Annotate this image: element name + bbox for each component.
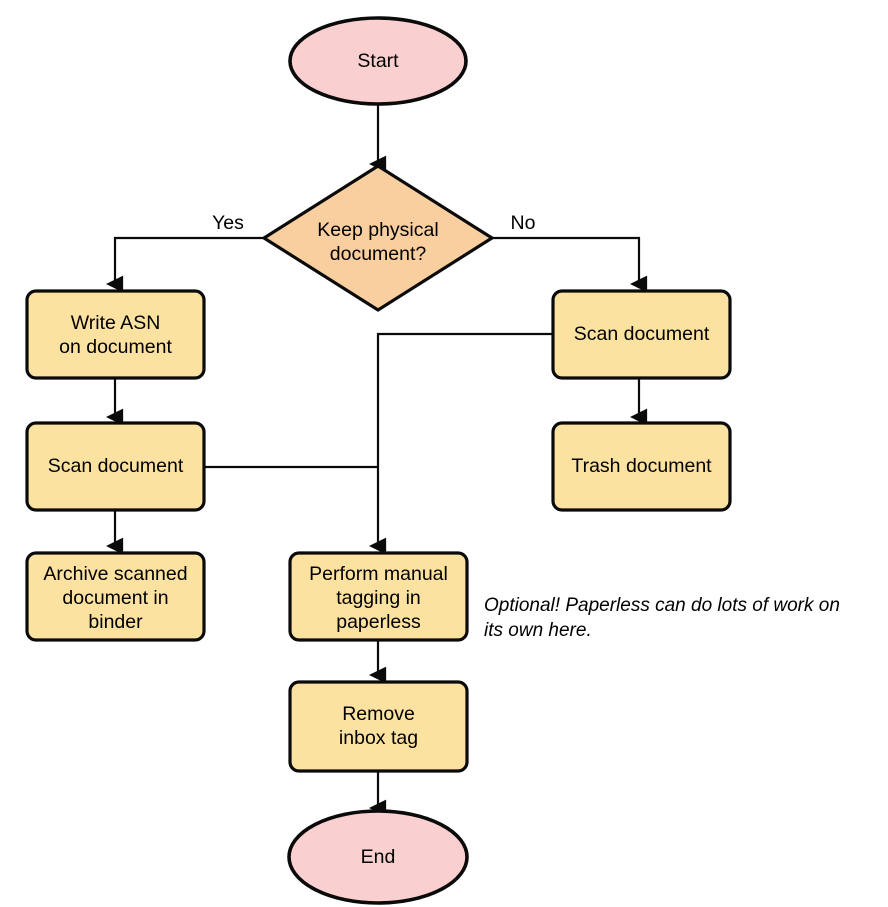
trash-rect-shape: [551, 421, 732, 512]
decision-diamond-shape: [261, 164, 495, 312]
node-remove-inbox-label-line1: Remove: [342, 703, 415, 725]
scan-right-rect-shape: [551, 289, 732, 380]
node-decision-keep-physical-document[interactable]: Keep physical document?: [261, 164, 495, 312]
start-ellipse-shape: [288, 16, 468, 106]
node-end[interactable]: End: [287, 809, 469, 905]
node-archive-label-line3: binder: [88, 611, 143, 633]
annotation-optional-note: Optional! Paperless can do lots of work …: [484, 595, 840, 641]
node-trash-document[interactable]: Trash document: [551, 421, 732, 512]
optional-note-line1: Optional! Paperless can do lots of work …: [484, 595, 840, 616]
edge-scan-right-to-manual-tagging: [368, 332, 553, 555]
node-remove-inbox-label-line2: inbox tag: [339, 727, 418, 749]
end-ellipse-shape: [287, 809, 469, 905]
node-scan-document-left[interactable]: Scan document: [25, 421, 206, 512]
node-scan-document-right[interactable]: Scan document: [551, 289, 732, 380]
node-archive-label-line1: Archive scanned: [43, 563, 187, 585]
node-manual-tagging-label-line2: tagging in: [336, 587, 421, 609]
node-manual-tagging-label-line3: paperless: [336, 611, 421, 633]
manual-tagging-rect-shape: [288, 551, 469, 642]
edge-decision-no-to-scan-right: [492, 236, 648, 293]
archive-rect-shape: [25, 551, 206, 642]
node-remove-inbox-tag[interactable]: Remove inbox tag: [288, 680, 469, 773]
edge-label-yes: Yes: [212, 212, 244, 234]
remove-inbox-rect-shape: [288, 680, 469, 773]
write-asn-rect-shape: [25, 289, 206, 380]
node-decision-label-line1: Keep physical: [317, 219, 438, 241]
node-start-label: Start: [357, 50, 399, 72]
node-write-asn-label-line2: on document: [59, 336, 172, 358]
node-manual-tagging-label-line1: Perform manual: [309, 563, 448, 585]
node-write-asn-label-line1: Write ASN: [71, 312, 161, 334]
node-decision-label-line2: document?: [330, 243, 427, 265]
node-perform-manual-tagging[interactable]: Perform manual tagging in paperless: [288, 551, 469, 642]
node-end-label: End: [361, 846, 396, 868]
node-scan-right-label: Scan document: [574, 323, 710, 345]
node-trash-label: Trash document: [571, 455, 712, 477]
node-archive-scanned-document[interactable]: Archive scanned document in binder: [25, 551, 206, 642]
node-write-asn[interactable]: Write ASN on document: [25, 289, 206, 380]
node-start[interactable]: Start: [288, 16, 468, 106]
optional-note-line2: its own here.: [484, 620, 592, 641]
node-archive-label-line2: document in: [62, 587, 168, 609]
node-scan-left-label: Scan document: [48, 455, 184, 477]
scan-left-rect-shape: [25, 421, 206, 512]
edge-decision-yes-to-write-asn: [105, 236, 264, 293]
edge-label-no: No: [511, 212, 536, 234]
